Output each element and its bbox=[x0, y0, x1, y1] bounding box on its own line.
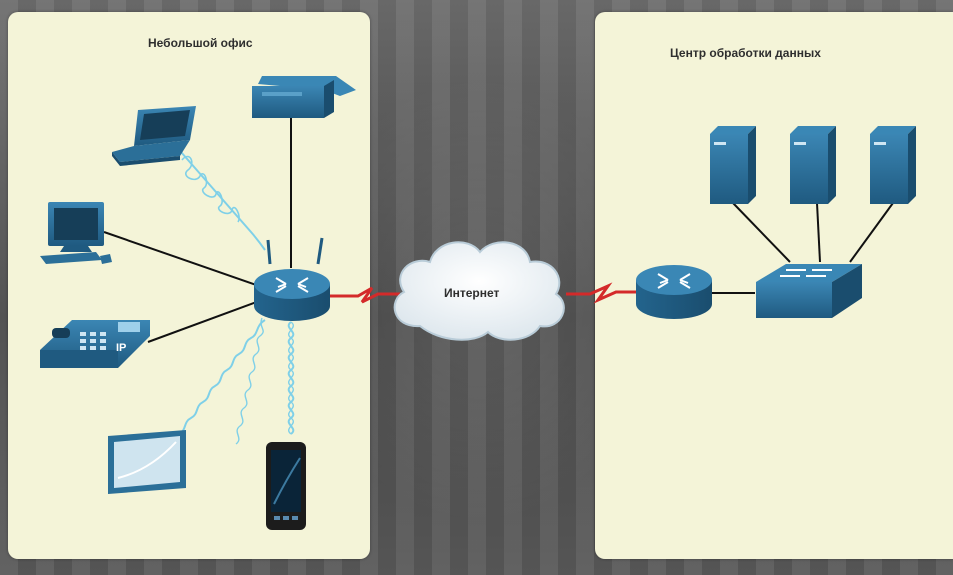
wan-link-datacenter bbox=[566, 282, 642, 304]
link-server2-switch bbox=[816, 202, 821, 263]
switch-icon bbox=[756, 264, 862, 318]
link-phone-router bbox=[147, 299, 263, 343]
smartphone-icon bbox=[266, 442, 306, 530]
server-icon bbox=[710, 126, 756, 204]
desktop-pc-icon bbox=[40, 202, 112, 264]
wireless-links bbox=[178, 151, 295, 445]
internet-label: Интернет bbox=[444, 286, 500, 300]
ip-phone-icon: IP bbox=[40, 320, 150, 368]
tablet-icon bbox=[108, 430, 186, 494]
cloud-icon bbox=[393, 241, 565, 341]
link-pc-router bbox=[103, 231, 263, 288]
server-icon bbox=[790, 126, 836, 204]
server-icon bbox=[870, 126, 916, 204]
laptop-icon bbox=[112, 106, 196, 166]
wan-link-office bbox=[330, 286, 400, 304]
link-server3-switch bbox=[849, 202, 894, 263]
link-server1-switch bbox=[732, 202, 791, 263]
phone-ip-tag: IP bbox=[116, 342, 126, 354]
printer-icon bbox=[252, 76, 356, 118]
wireless-router-icon bbox=[254, 237, 330, 321]
datacenter-title: Центр обработки данных bbox=[670, 46, 821, 60]
router-icon bbox=[636, 265, 712, 319]
office-title: Небольшой офис bbox=[148, 36, 253, 50]
